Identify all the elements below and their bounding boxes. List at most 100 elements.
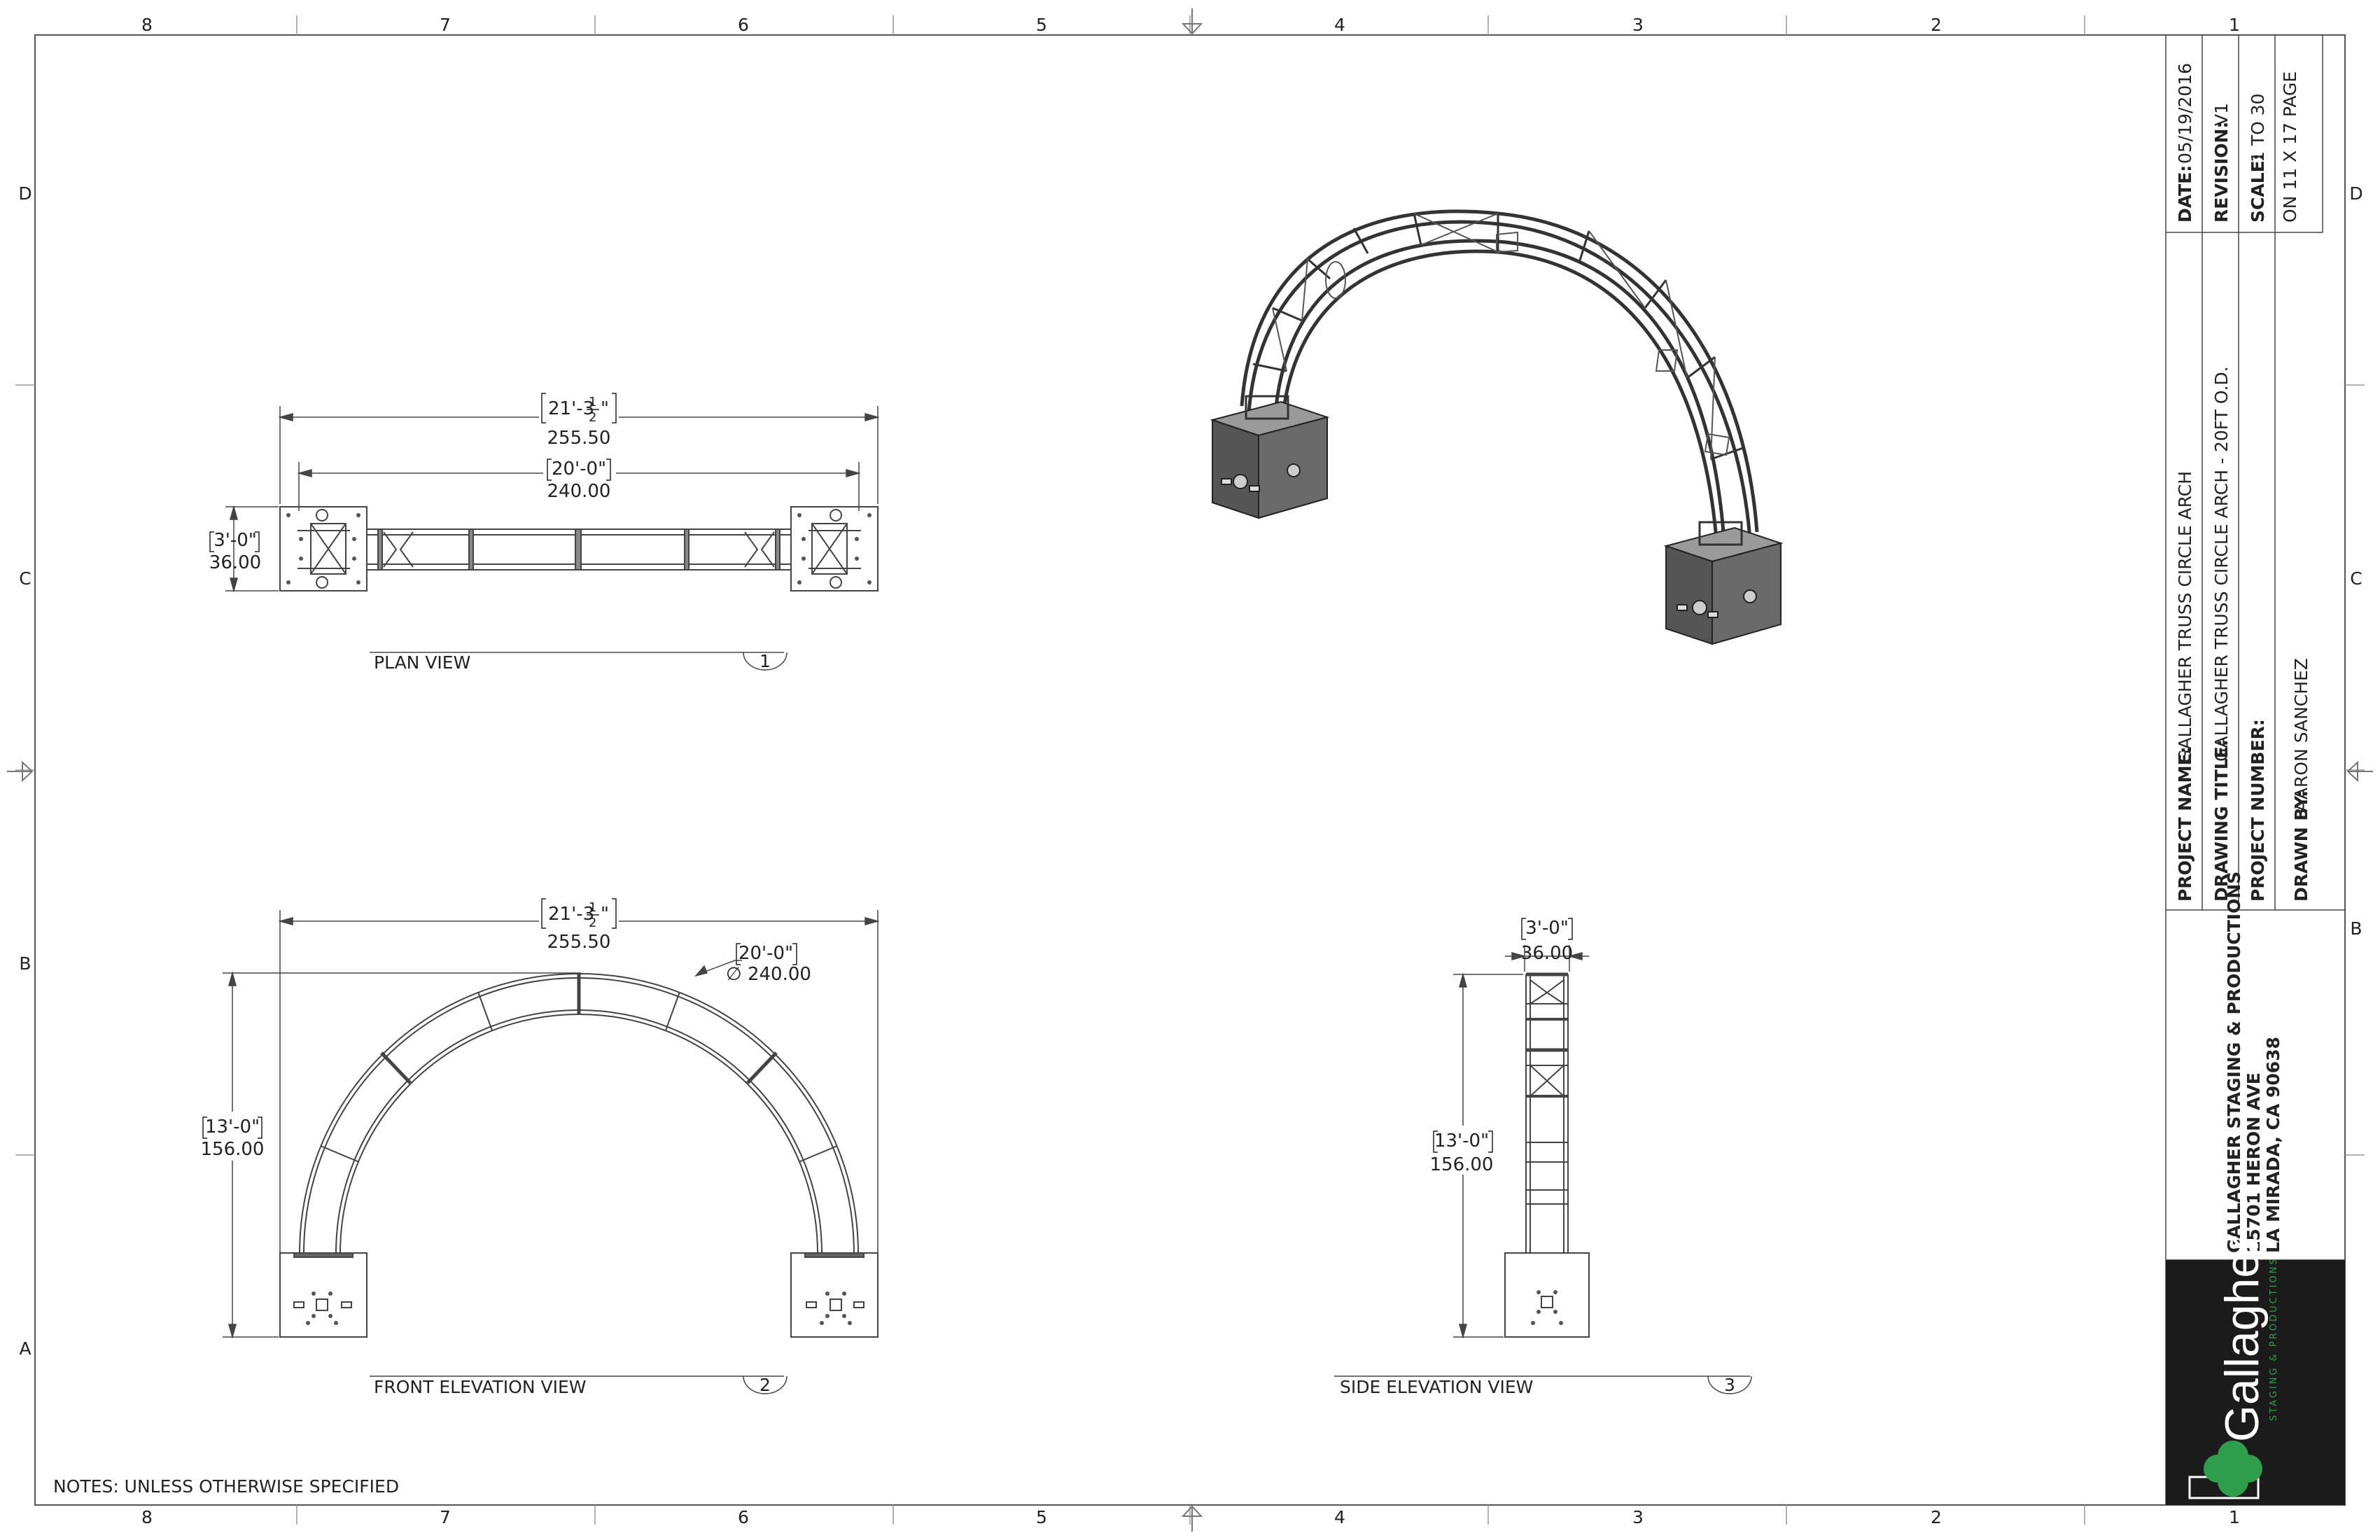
side-width-dim-imperial: 3'-0" <box>1525 918 1569 939</box>
front-bolt-dots <box>306 1292 852 1325</box>
logo-wordmark: Gallagher <box>2216 1236 2269 1442</box>
company-street: 15701 HERON AVE <box>2244 1072 2264 1253</box>
side-height-dim-metric: 156.00 <box>1430 1154 1494 1175</box>
col-label: 4 <box>1334 15 1345 35</box>
side-truss-drawing <box>1504 972 1590 1338</box>
plan-span-brackets <box>547 458 611 481</box>
company-logo: Gallagher STAGING & PRODUCTIONS <box>2166 1236 2345 1505</box>
plan-view: 21'-3 1 2 " 255.50 20'-0" 240.00 3'-0" 3… <box>209 389 880 673</box>
zone-labels: 8 7 6 5 4 3 2 1 8 7 6 5 4 3 2 1 D C B A … <box>18 15 2362 1527</box>
front-overall-dim-frac-den: 2 <box>589 916 596 930</box>
drawing-title-value: GALLAGHER TRUSS CIRCLE ARCH - 20FT O.D. <box>2211 366 2232 762</box>
plan-view-number: 1 <box>760 651 771 671</box>
plan-overall-dim-inch: " <box>601 398 609 419</box>
centering-marks <box>7 8 2373 1532</box>
iso-arch-rungs <box>1252 213 1744 461</box>
side-height-dim-bg <box>1431 1126 1494 1175</box>
col-label: 1 <box>2229 15 2240 35</box>
iso-base-left <box>1210 395 1330 519</box>
revision-value: V1 <box>2211 103 2232 126</box>
date-label: DATE: <box>2175 165 2195 223</box>
company-city: LA MIRADA, CA 90638 <box>2263 1037 2283 1253</box>
side-view-number-bubble <box>1707 1376 1752 1394</box>
revision-label: REVISION: <box>2211 122 2232 223</box>
plan-overall-dim-frac-num: 1 <box>589 395 596 410</box>
plan-span-dim-bg <box>543 455 616 504</box>
isometric-view <box>1210 209 1784 645</box>
col-label: 8 <box>141 15 153 35</box>
row-label: C <box>2350 568 2362 589</box>
col-label: 6 <box>738 15 749 35</box>
front-arch-drawing <box>279 973 878 1338</box>
plan-truss-drawing <box>279 506 878 592</box>
col-label: 3 <box>1632 1507 1644 1527</box>
col-label: 3 <box>1632 15 1644 35</box>
plan-overall-brackets <box>541 393 617 424</box>
sheet-border <box>34 34 2346 1506</box>
col-label: 6 <box>738 1507 749 1527</box>
title-block: DATE: 05/19/2016 REVISION: V1 SCALE: 1 T… <box>2165 35 2345 1505</box>
col-label: 5 <box>1036 15 1047 35</box>
scale-note: ON 11 X 17 PAGE <box>2280 71 2300 223</box>
front-view-number-bubble <box>743 1376 788 1394</box>
plan-depth-dim-metric: 36.00 <box>209 552 261 573</box>
project-number-label: PROJECT NUMBER: <box>2248 719 2268 902</box>
side-elevation-view: 3'-0" 36.00 13'-0" 156.00 <box>1334 918 1752 1397</box>
front-overall-dim-bg <box>539 895 619 958</box>
front-dia-dim-metric: ∅ 240.00 <box>726 964 811 985</box>
project-name-label: PROJECT NAME: <box>2175 746 2195 902</box>
plan-overall-dim-bg <box>539 389 619 452</box>
zone-ticks <box>15 15 2365 1525</box>
front-view-number: 2 <box>760 1375 771 1395</box>
drawn-by-value: AARON SANCHEZ <box>2291 658 2311 812</box>
front-overall-brackets <box>541 898 617 929</box>
front-dia-brackets <box>736 943 797 965</box>
col-label: 7 <box>440 1507 451 1527</box>
drawn-by-label: DRAWN BY: <box>2291 790 2311 902</box>
scale-label: SCALE: <box>2248 153 2268 223</box>
front-overall-dim-frac-num: 1 <box>589 900 596 915</box>
side-height-dim-imperial: 13'-0" <box>1434 1130 1489 1152</box>
scale-value: 1 TO 30 <box>2248 93 2268 162</box>
col-label: 2 <box>1931 15 1942 35</box>
plan-span-dim-imperial: 20'-0" <box>552 458 606 479</box>
plan-overall-dim-metric: 255.50 <box>547 428 611 449</box>
row-label: C <box>19 568 31 589</box>
col-label: 1 <box>2229 1507 2240 1527</box>
col-label: 8 <box>141 1507 153 1527</box>
plan-bolt-dots <box>286 513 872 584</box>
iso-arch-braces <box>1272 213 1730 460</box>
date-value: 05/19/2016 <box>2175 63 2195 164</box>
row-label: B <box>19 953 31 974</box>
clover-icon <box>2204 1441 2262 1497</box>
side-height-brackets <box>1433 1130 1493 1153</box>
front-height-brackets <box>202 1116 262 1139</box>
front-height-dim-metric: 156.00 <box>201 1139 265 1160</box>
project-name-value: GALLAGHER TRUSS CIRCLE ARCH <box>2175 471 2195 763</box>
col-label: 5 <box>1036 1507 1047 1527</box>
front-height-dim-bg <box>200 1112 263 1161</box>
row-label: B <box>2350 918 2362 939</box>
row-label: D <box>18 183 31 204</box>
front-overall-dim-inch: " <box>601 904 609 925</box>
row-label: A <box>19 1338 31 1359</box>
side-width-dim-metric: 36.00 <box>1521 943 1573 964</box>
col-label: 7 <box>440 15 451 35</box>
general-notes: NOTES: UNLESS OTHERWISE SPECIFIED <box>53 1476 399 1497</box>
row-label: D <box>2349 183 2362 204</box>
drawing-title-label: DRAWING TITLE: <box>2211 739 2232 902</box>
plan-span-dim-metric: 240.00 <box>547 481 611 502</box>
plan-overall-dim-imperial: 21'-3 <box>548 398 594 419</box>
company-name: GALLAGHER STAGING & PRODUCTIONS <box>2224 872 2244 1253</box>
front-view-title: FRONT ELEVATION VIEW <box>374 1377 587 1397</box>
front-dia-dim-imperial: 20'-0" <box>738 943 793 964</box>
plan-view-number-bubble <box>743 652 788 671</box>
col-label: 2 <box>1931 1507 1942 1527</box>
side-width-brackets <box>1521 918 1573 940</box>
front-overall-dim-metric: 255.50 <box>547 932 611 953</box>
plan-depth-brackets <box>209 531 260 552</box>
side-view-number: 3 <box>1724 1375 1735 1395</box>
side-view-title: SIDE ELEVATION VIEW <box>1340 1377 1533 1397</box>
col-label: 4 <box>1334 1507 1345 1527</box>
